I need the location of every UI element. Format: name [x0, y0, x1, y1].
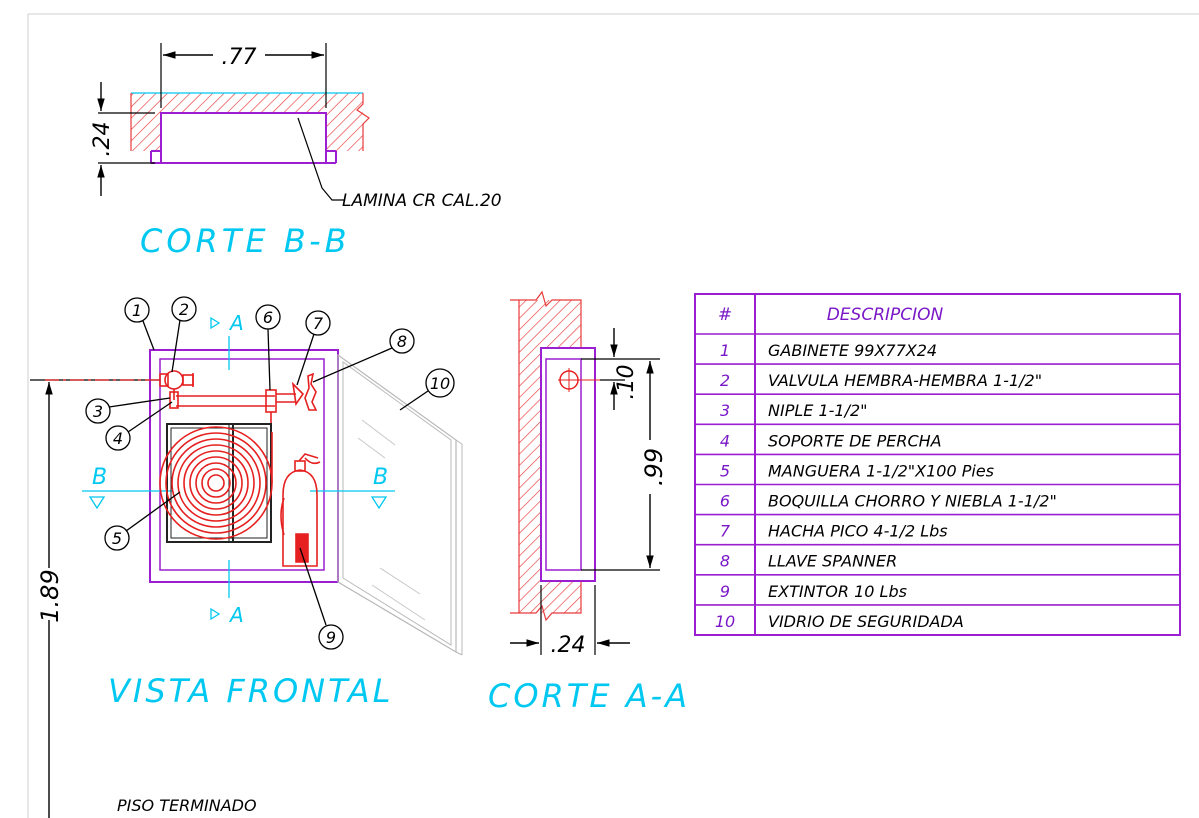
- aa-wall-hatch-top: [519, 300, 581, 348]
- callout-3: 3: [93, 402, 103, 421]
- table-row-num: 8: [720, 552, 730, 571]
- front-view-title: VISTA FRONTAL: [108, 672, 393, 710]
- section-mark-a-top: A: [228, 311, 244, 335]
- table-row-description: VALVULA HEMBRA-HEMBRA 1-1/2": [768, 371, 1042, 390]
- aa-cabinet: [540, 347, 596, 582]
- bb-title: CORTE B-B: [140, 222, 351, 260]
- aa-cabinet-inner: [545, 358, 582, 571]
- aa-title: CORTE A-A: [488, 677, 690, 715]
- bb-wall-hatch-right: [326, 113, 363, 151]
- table-row-description: SOPORTE DE PERCHA: [768, 431, 942, 450]
- front-height-dim: 1.89: [36, 569, 64, 622]
- spanner-wrench: [304, 372, 318, 411]
- bb-depth-dim: .24: [90, 122, 115, 157]
- table-row-description: EXTINTOR 10 Lbs: [768, 582, 907, 601]
- callout-1: 1: [132, 301, 142, 320]
- front-cabinet-inner: [159, 358, 325, 571]
- callouts: [85, 296, 455, 650]
- callout-2: 2: [179, 300, 189, 319]
- table-header-num: #: [718, 305, 732, 325]
- callout-7: 7: [313, 314, 324, 333]
- callout-10: 10: [430, 374, 450, 393]
- bb-material-note: LAMINA CR CAL.20: [342, 191, 502, 211]
- bb-wall-break: [130, 93, 370, 151]
- table-row-num: 10: [715, 612, 735, 631]
- fire-extinguisher: [280, 453, 321, 567]
- callout-6: 6: [263, 308, 273, 327]
- table-row-description: GABINETE 99X77X24: [768, 341, 937, 360]
- table-row-description: LLAVE SPANNER: [768, 552, 897, 571]
- aa-wall-hatch-back: [519, 348, 541, 573]
- bb-cabinet: [160, 112, 327, 164]
- section-mark-b-right: B: [373, 465, 388, 490]
- hose-rack-frame: [166, 423, 272, 543]
- table-row-num: 6: [720, 492, 730, 511]
- table-row-num: 9: [720, 582, 730, 601]
- hose-coil: [159, 426, 273, 540]
- callout-5: 5: [112, 529, 122, 548]
- front-view: 1.89 PISO TERMINADO A A B B: [30, 296, 463, 818]
- floor-label: PISO TERMINADO: [117, 796, 257, 815]
- section-bb: .77 .24 LAMINA CR CAL.20 CORTE B-B: [90, 43, 502, 260]
- table-row-num: 1: [720, 341, 730, 360]
- callout-numbers: 1 2 6 7 8 10 3 4 5 9: [93, 300, 450, 647]
- callout-9: 9: [326, 628, 336, 647]
- bb-wall-hatch-top: [131, 93, 363, 113]
- section-aa: .10 .99 .24 CORTE A-A: [488, 290, 690, 715]
- aa-depth-dim: .24: [551, 633, 586, 658]
- table-row-num: 4: [720, 431, 730, 450]
- aa-offset-dim: .10: [614, 365, 639, 400]
- table-row-num: 7: [720, 522, 731, 541]
- section-mark-b-left: B: [92, 465, 107, 490]
- table-row-num: 3: [720, 401, 730, 420]
- aa-wall-break-top: [510, 290, 582, 348]
- table-border: [694, 293, 1181, 636]
- callout-4: 4: [113, 429, 123, 448]
- valve: [159, 370, 194, 400]
- pipe-assembly: [169, 381, 305, 432]
- table-header-desc: DESCRIPCION: [827, 305, 944, 325]
- hose-rack-frame-inner: [170, 427, 268, 539]
- table-row-description: BOQUILLA CHORRO Y NIEBLA 1-1/2": [768, 492, 1057, 511]
- table-row-num: 2: [720, 371, 730, 390]
- aa-height-dim: .99: [640, 448, 668, 486]
- table-row-description: HACHA PICO 4-1/2 Lbs: [768, 522, 948, 541]
- table-row-description: MANGUERA 1-1/2"X100 Pies: [768, 461, 994, 480]
- section-mark-a-bottom: A: [228, 603, 244, 627]
- glass-door: [337, 353, 463, 656]
- aa-wall-break-bottom: [510, 581, 582, 622]
- table-row-description: VIDRIO DE SEGURIDADA: [768, 612, 964, 631]
- callout-8: 8: [397, 332, 407, 351]
- table-row-num: 5: [720, 461, 730, 480]
- table-row-description: NIPLE 1-1/2": [768, 401, 868, 420]
- bb-wall-hatch-left: [131, 113, 161, 151]
- bb-width-dim: .77: [222, 45, 257, 70]
- parts-table: # DESCRIPCION 1 GABINETE 99X77X24 2 VALVULA…: [694, 293, 1181, 636]
